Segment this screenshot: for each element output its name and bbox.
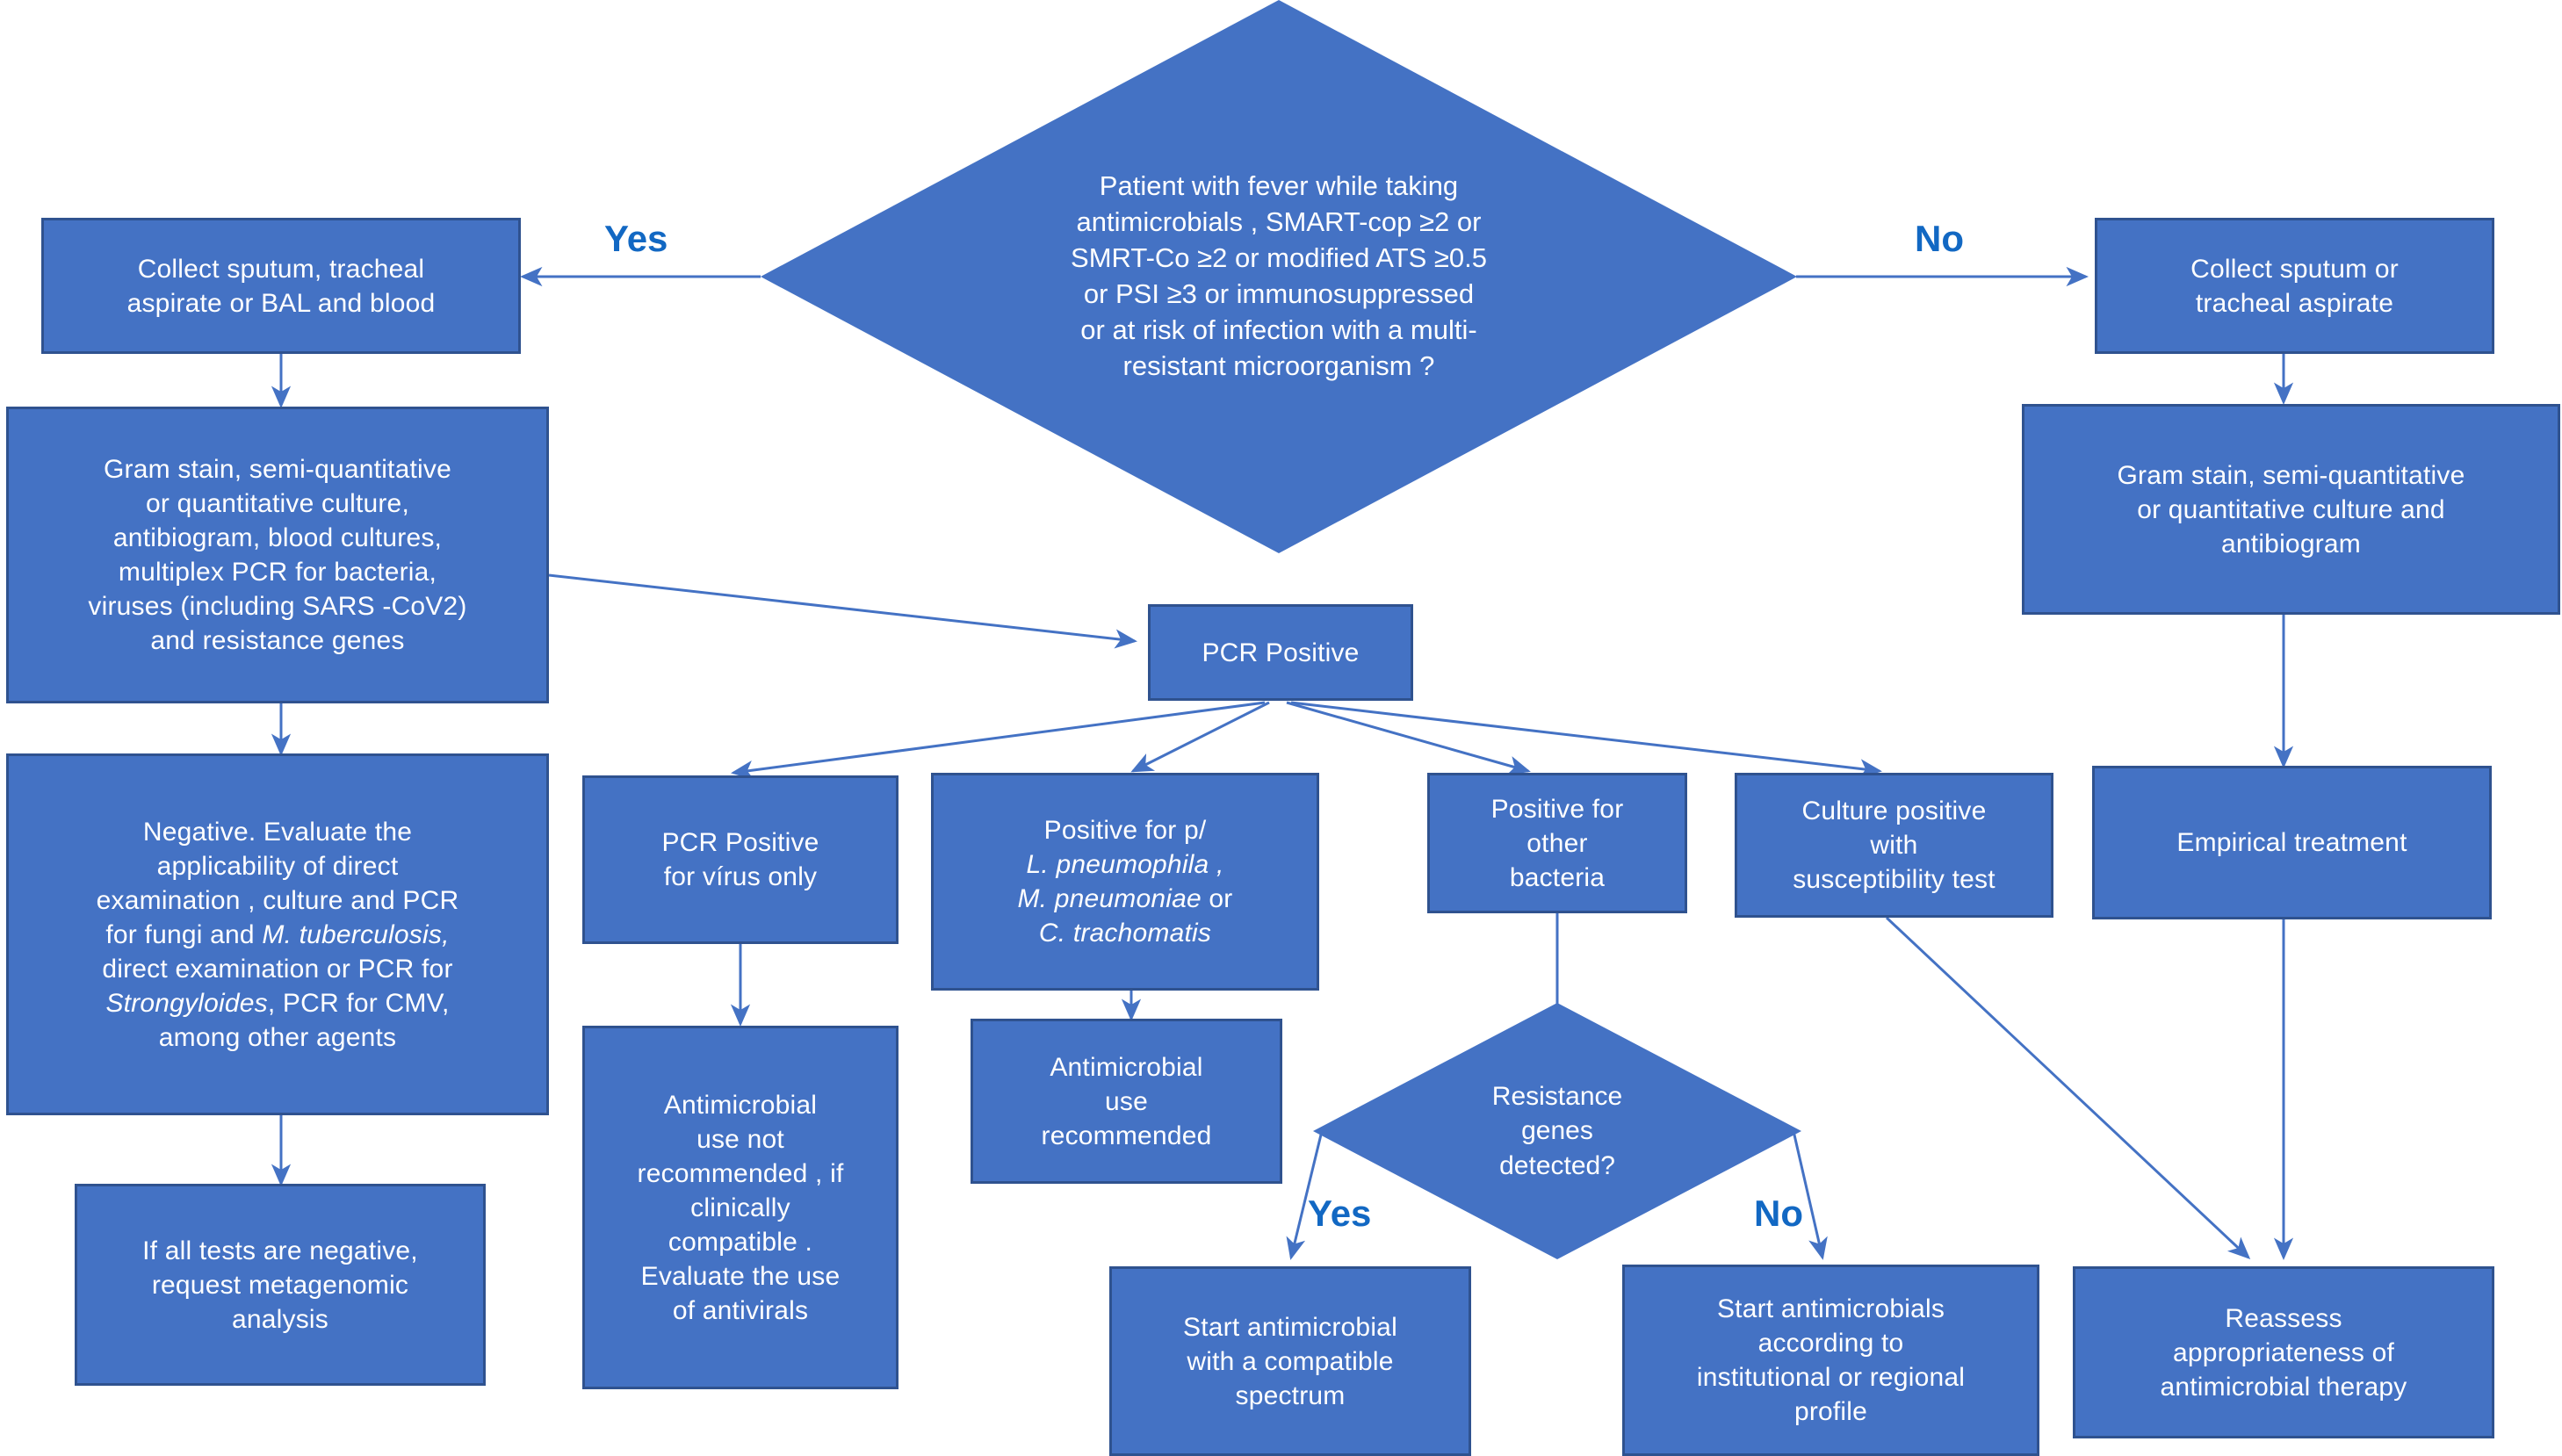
- pcr-positive[interactable]: PCR Positive: [1148, 604, 1413, 701]
- empirical-treatment[interactable]: Empirical treatment: [2092, 766, 2492, 919]
- branch-label-no-top: No: [1915, 218, 1964, 259]
- edge-pcr-positive-to-other-bacteria: [1286, 701, 1531, 775]
- edge-gram-left-to-pcr-positive: [548, 573, 1137, 649]
- branch-label-yes-top: Yes: [604, 218, 668, 259]
- branch-label-yes-resistance: Yes: [1308, 1193, 1372, 1234]
- edge-culture-positive-to-reassess: [1885, 916, 2251, 1260]
- edge-pcr-positive-to-virus-only: [731, 701, 1266, 781]
- edge-pcr-positive-to-culture-positive: [1290, 701, 1882, 779]
- positive-atypical-pathogens[interactable]: Positive for p/L. pneumophila ,M. pneumo…: [931, 773, 1319, 991]
- request-metagenomic-analysis[interactable]: If all tests are negative,request metage…: [75, 1184, 486, 1386]
- edge-pcr-positive-to-atypical: [1130, 701, 1270, 773]
- branch-label-no-resistance: No: [1754, 1193, 1803, 1234]
